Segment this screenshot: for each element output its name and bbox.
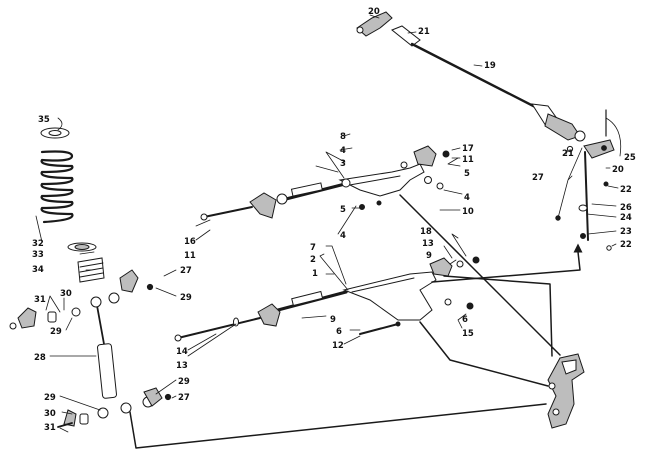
callout-9: 9 [330,315,336,325]
callout-23: 23 [620,227,632,237]
assembly-guide-lines [129,194,583,449]
callout-21: 21 [418,27,430,37]
callout-16: 16 [184,237,196,247]
callout-30: 30 [44,409,56,419]
callout-19: 19 [484,61,496,71]
callout-22: 22 [620,185,632,195]
callout-29: 29 [44,393,56,403]
callout-28: 28 [34,353,46,363]
callout-15: 15 [462,329,474,339]
callout-11: 11 [462,155,474,165]
shock-body-part [97,343,117,399]
callout-31: 31 [44,423,56,433]
callout-29: 29 [50,327,62,337]
callout-5: 5 [340,205,346,215]
callout-18: 18 [420,227,432,237]
callout-13: 13 [422,239,434,249]
callout-20: 20 [368,7,380,17]
adjuster-sleeve-part [391,25,421,47]
callout-29: 29 [180,293,192,303]
callout-22: 22 [620,240,632,250]
callout-10: 10 [462,207,474,217]
callout-9: 9 [426,251,432,261]
callout-5: 5 [464,169,470,179]
callout-29: 29 [178,377,190,387]
coil-spring-part [40,150,74,224]
callout-33: 33 [32,250,44,260]
tie-rod-assembly [356,11,586,142]
tie-rod-part [410,42,547,114]
shock-absorber-assembly [9,127,172,428]
callout-11: 11 [184,251,196,261]
callout-34: 34 [32,265,44,275]
callout-27: 27 [180,266,192,276]
callout-4: 4 [464,193,470,203]
spindle-part [547,353,585,429]
callout-17: 17 [462,144,474,154]
callout-35: 35 [38,115,50,125]
callout-20: 20 [612,165,624,175]
callout-14: 14 [176,347,188,357]
rod-end-part [356,11,393,37]
callout-3: 3 [340,159,346,169]
upper-a-arm-assembly [200,145,450,221]
callout-4: 4 [340,231,346,241]
callout-6: 6 [462,315,468,325]
callout-30: 30 [60,289,72,299]
callout-27: 27 [178,393,190,403]
callout-7: 7 [310,243,316,253]
callout-1: 1 [312,269,318,279]
steering-arm-assembly [555,109,615,251]
lower-a-arm-assembly [174,256,480,342]
callout-32: 32 [32,239,44,249]
callout-24: 24 [620,213,632,223]
callout-6: 6 [336,327,342,337]
callout-27: 27 [532,173,544,183]
leader-lines [35,14,622,433]
callout-labels: 20 21 19 8 4 3 17 11 5 4 10 5 4 16 11 21… [32,7,636,433]
callout-12: 12 [332,341,344,351]
callout-21: 21 [562,149,574,159]
upper-a-arm-part [338,163,425,197]
callout-8: 8 [340,132,346,142]
callout-4: 4 [340,146,346,156]
callout-13: 13 [176,361,188,371]
callout-26: 26 [620,203,632,213]
callout-25: 25 [624,153,636,163]
callout-2: 2 [310,255,316,265]
lower-a-arm-part [342,271,437,321]
callout-31: 31 [34,295,46,305]
